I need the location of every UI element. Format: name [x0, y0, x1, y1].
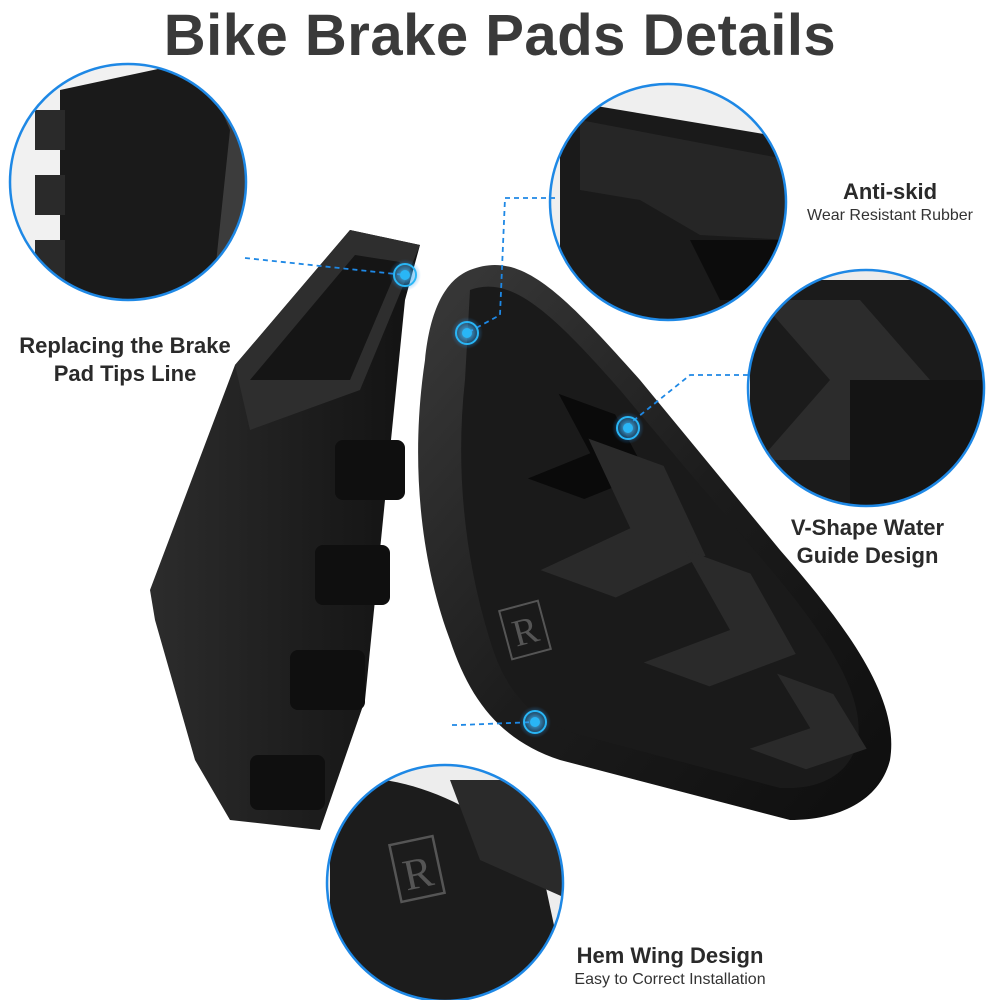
- callout-replacing-line1: Replacing the Brake: [19, 333, 231, 358]
- brake-pad-left: [150, 230, 420, 830]
- zoom-circle-anti-skid: [550, 84, 786, 320]
- callout-v-shape: V-Shape Water Guide Design: [770, 514, 965, 570]
- zoom-circle-tip-line: [10, 64, 246, 300]
- callout-connectors: [244, 197, 748, 726]
- callout-hem-wing-title: Hem Wing Design: [576, 943, 764, 968]
- callout-replacing-tips: Replacing the Brake Pad Tips Line: [0, 332, 250, 388]
- callout-anti-skid-title: Anti-skid: [842, 179, 938, 204]
- callout-hem-wing: Hem Wing Design Easy to Correct Installa…: [545, 942, 795, 990]
- callout-anti-skid-subtitle: Wear Resistant Rubber: [807, 207, 973, 224]
- brake-pad-right: R: [418, 264, 892, 820]
- target-marker-icon: [451, 317, 483, 349]
- zoom-circle-border: [8, 62, 248, 302]
- target-marker-icon: [389, 259, 421, 291]
- callout-v-shape-line2: Guide Design: [796, 543, 939, 568]
- zoom-circle-hem-wing: R: [327, 765, 563, 1000]
- callout-hem-wing-subtitle: Easy to Correct Installation: [574, 971, 766, 988]
- target-marker-icon: [612, 412, 644, 444]
- target-marker-icon: [519, 706, 551, 738]
- target-markers: [389, 259, 644, 738]
- zoom-circle-v-shape: [748, 270, 984, 506]
- callout-replacing-line2: Pad Tips Line: [53, 361, 197, 386]
- page-title: Bike Brake Pads Details: [163, 3, 837, 68]
- callout-anti-skid: Anti-skid Wear Resistant Rubber: [780, 178, 1000, 226]
- callout-v-shape-line1: V-Shape Water: [790, 515, 945, 540]
